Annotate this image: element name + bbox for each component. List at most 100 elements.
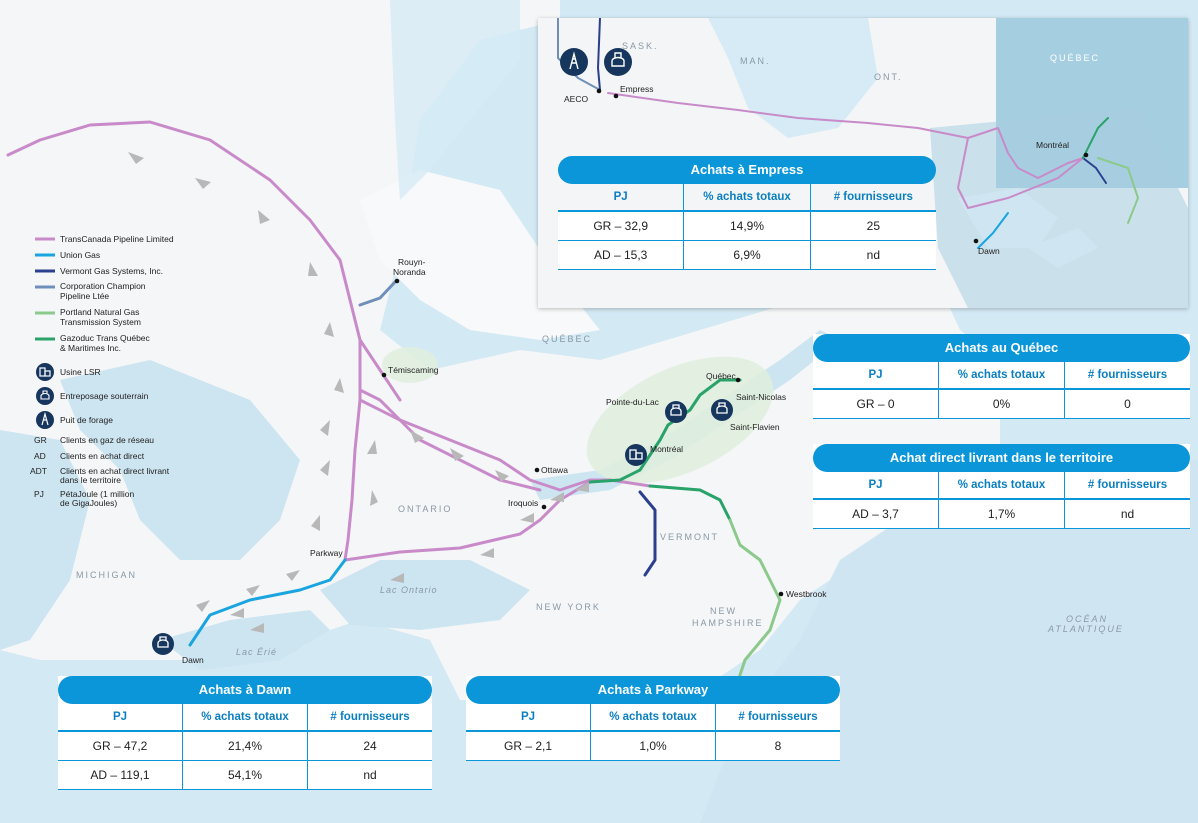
cell-pct: 1,0% [590,732,715,760]
iroquois-dot [541,504,547,510]
cell-pj: GR – 2,1 [503,739,553,753]
drilling-well-icon [36,411,54,429]
header-pct: % achats totaux [938,362,1064,388]
legend-adt-2: dans le territoire [60,475,121,485]
region-new-york: NEW YORK [536,602,601,612]
legend-abbr-ad: AD [34,451,46,461]
table-row: AD – 3,7 1,7% nd [813,500,1190,529]
cell-pj: AD – 15,3 [593,248,648,262]
inset-tqm [1082,117,1109,159]
cell-suppliers: 24 [307,732,432,760]
westbrook-dot [778,591,784,597]
legend-abbr-pj: PJ [34,489,44,499]
header-pct: % achats totaux [683,184,809,210]
city-pointe-du-lac: Pointe-du-Lac [606,397,660,407]
cell-pj: GR – 0 [856,397,895,411]
lake-erie-label: Lac Érié [236,647,277,657]
inset-region-man: MAN. [740,56,771,66]
region-new-hampshire-2: HAMPSHIRE [692,618,764,628]
map-legend: TransCanada Pipeline Limited Union Gas V… [30,234,174,508]
storage-icon [665,401,687,423]
inset-region-ont: ONT. [874,72,903,82]
temiscaming-dot [381,372,387,378]
city-parkway: Parkway [310,548,343,558]
cell-pj: AD – 3,7 [852,507,899,521]
inset-line-n [597,18,601,91]
legend-adt: Clients en achat direct livrant [60,466,170,476]
portland-line [728,518,782,692]
table-dawn-title: Achats à Dawn [58,676,432,704]
lake-huron [60,360,300,560]
table-row: GR – 0 0% 0 [813,390,1190,419]
legend-abbr-gr: GR [34,435,47,445]
lng-plant-icon [36,363,54,381]
cell-pct: 14,9% [683,212,809,240]
union-gas-line [188,558,347,647]
city-quebec: Québec [706,371,737,381]
table-row: AD – 15,3 6,9% nd [558,241,936,270]
storage-icon [604,48,632,76]
lake-michigan [0,430,90,650]
flow-arrows [128,152,589,633]
table-direct-header: PJ % achats totaux # fournisseurs [813,472,1190,500]
table-parkway-title: Achats à Parkway [466,676,840,704]
inset-transcanada-2 [957,137,1084,209]
james-bay [390,0,520,200]
inset-dawn-dot [973,238,979,244]
cell-suppliers: nd [307,761,432,789]
storage-icon [36,387,54,405]
header-suppliers: # fournisseurs [1064,472,1190,498]
legend-transcanada: TransCanada Pipeline Limited [60,234,174,244]
rouyn-dot [394,278,400,284]
header-pct: % achats totaux [182,704,307,730]
city-iroquois: Iroquois [508,498,538,508]
table-row: AD – 119,1 54,1% nd [58,761,432,790]
inset-city-montreal: Montréal [1036,140,1069,150]
inset-region-quebec: QUÉBEC [1050,53,1100,63]
cell-pj: GR – 32,9 [593,219,649,233]
cell-pct: 54,1% [182,761,307,789]
cell-suppliers: 25 [809,212,936,240]
inset-lakes-2 [1028,228,1098,268]
table-dawn: Achats à Dawn PJ % achats totaux # fourn… [58,676,432,790]
region-ocean-1: OCÉAN [1066,614,1108,624]
cell-suppliers: nd [1064,500,1190,528]
inset-map: SASK. MAN. ONT. QUÉBEC AECO Empress Mont… [538,18,1188,308]
table-parkway: Achats à Parkway PJ % achats totaux # fo… [466,676,840,761]
table-direct: Achat direct livrant dans le territoire … [813,444,1190,529]
cell-pct: 0% [938,390,1064,418]
city-montreal: Montréal [650,444,683,454]
city-rouyn: Rouyn- [398,257,426,267]
legend-storage: Entreposage souterrain [60,391,149,401]
legend-pj: PétaJoule (1 million [60,489,134,499]
legend-portland-2: Transmission System [60,317,141,327]
inset-lakes [958,188,1058,248]
city-rouyn-2: Noranda [393,267,426,277]
header-suppliers: # fournisseurs [715,704,840,730]
legend-ad: Clients en achat direct [60,451,145,461]
cell-suppliers: 0 [1064,390,1190,418]
table-row: GR – 2,1 1,0% 8 [466,732,840,761]
city-ottawa: Ottawa [541,465,568,475]
table-quebec-title: Achats au Québec [813,334,1190,362]
legend-vermont: Vermont Gas Systems, Inc. [60,266,163,276]
legend-tqm-2: & Maritimes Inc. [60,343,121,353]
city-temiscaming: Témiscaming [388,365,439,375]
legend-gr: Clients en gaz de réseau [60,435,154,445]
header-pj: PJ [520,711,536,723]
legend-abbr-adt: ADT [30,466,47,476]
table-dawn-header: PJ % achats totaux # fournisseurs [58,704,432,732]
city-saint-nicolas: Saint-Nicolas [736,392,786,402]
inset-zoom-area [930,108,1188,308]
inset-city-dawn: Dawn [978,246,1000,256]
table-quebec-header: PJ % achats totaux # fournisseurs [813,362,1190,390]
region-quebec: QUÉBEC [542,334,592,344]
header-suppliers: # fournisseurs [307,704,432,730]
legend-pj-2: de GigaJoules) [60,498,117,508]
cell-pj: AD – 119,1 [90,768,150,782]
inset-city-empress: Empress [620,84,654,94]
inset-aeco-dot [596,88,602,94]
inset-union [977,212,1009,249]
header-pct: % achats totaux [590,704,715,730]
legend-lng: Usine LSR [60,367,101,377]
